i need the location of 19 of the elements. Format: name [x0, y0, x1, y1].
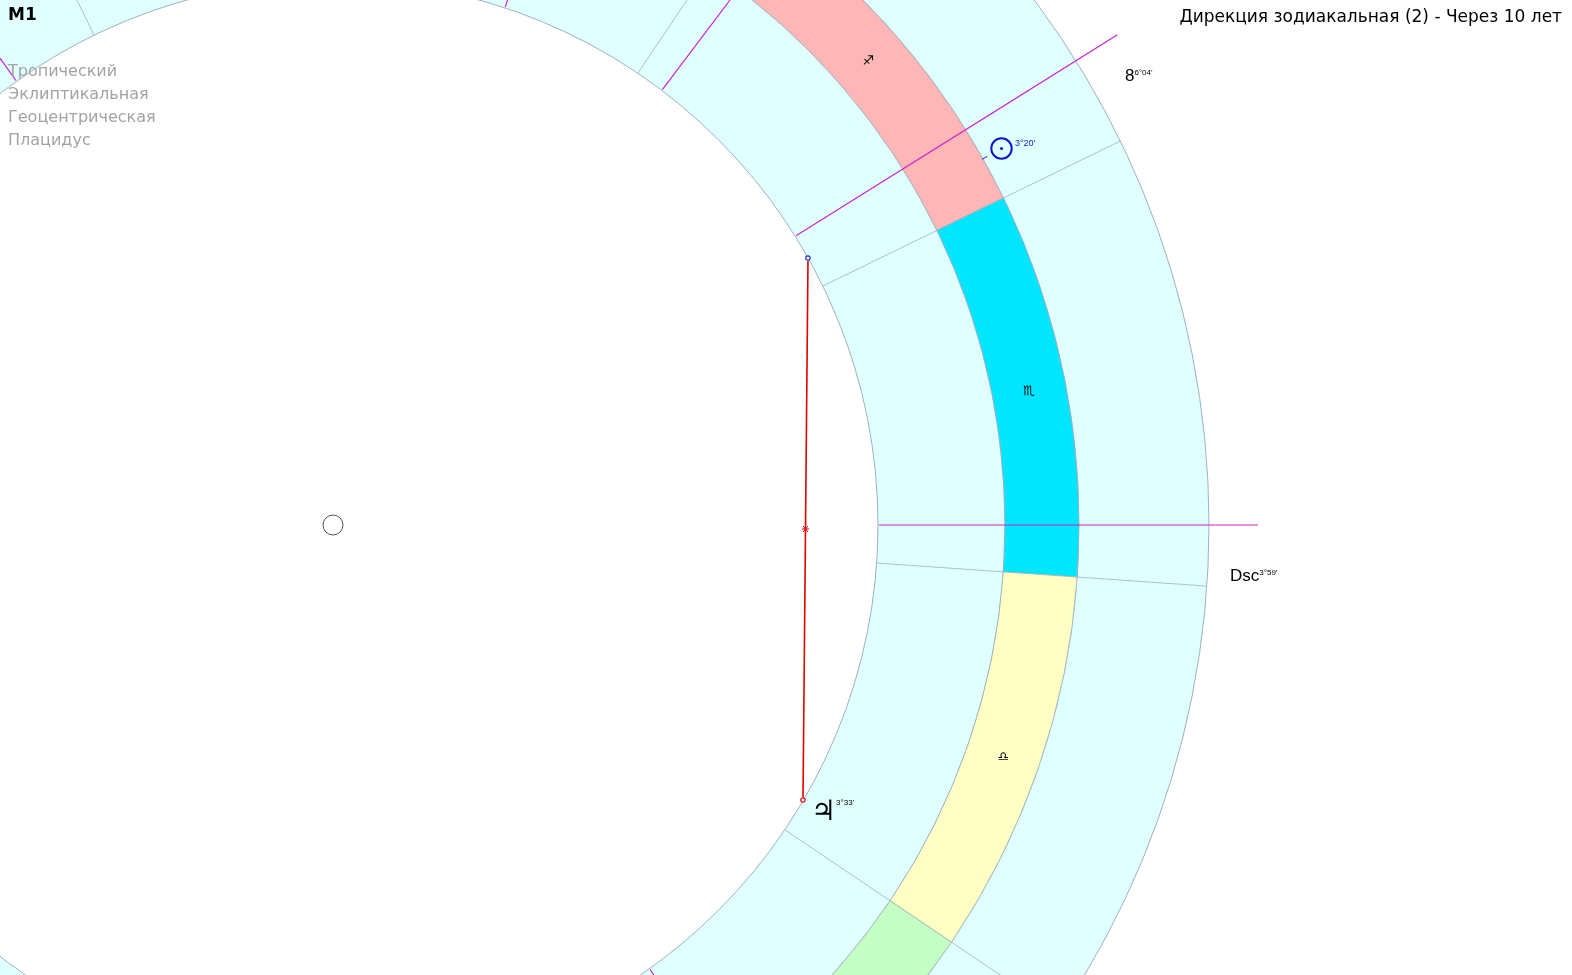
chart-id-label: M1 [8, 6, 37, 23]
zodiac-glyph: ♐ [862, 53, 874, 67]
zodiac-sign-segment [936, 197, 1079, 578]
axis-label: Dsc$^{3°59'}$ [1230, 567, 1278, 584]
coordinate-type-label: Эклиптикальная [8, 86, 149, 102]
degree-label: 3°20' [1015, 139, 1036, 148]
center-type-label: Геоцентрическая [8, 109, 156, 125]
zodiac-glyph: ♏ [1023, 383, 1035, 397]
zodiac-sign-segment [753, 0, 1004, 231]
house-cusp-label: 8$^{6°04'}$ [1125, 67, 1153, 84]
zodiac-sign-segment [832, 900, 952, 975]
zodiac-glyph: ♎ [997, 749, 1010, 763]
planet-glyph-label: ♃$^{3°33'}$ [811, 797, 855, 825]
aspect-end-dot [800, 797, 806, 803]
aspect-line [802, 260, 809, 798]
chart-title: Дирекция зодиакальная (2) - Через 10 лет [1179, 8, 1562, 25]
house-system-label: Плацидус [8, 132, 91, 148]
zodiac-sign-segment [890, 571, 1078, 943]
aspect-end-dot [805, 255, 811, 261]
